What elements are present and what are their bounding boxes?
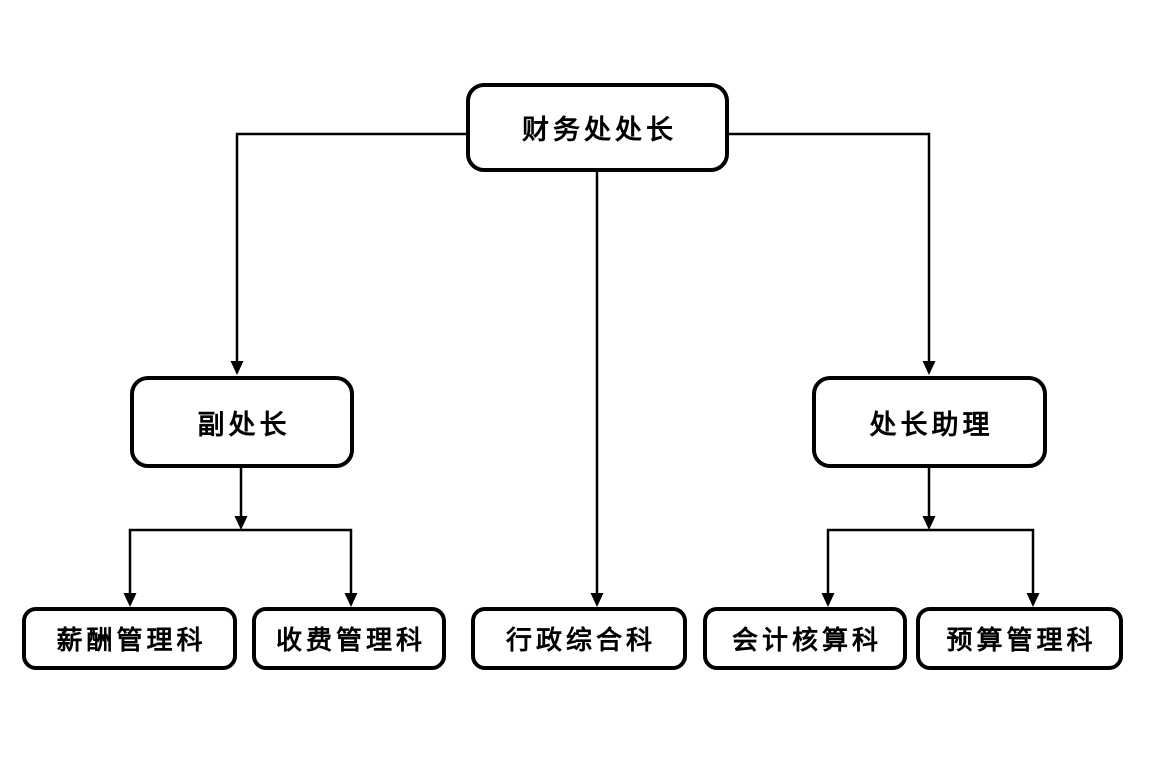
node-accounting-section-label: 会计核算科 xyxy=(731,626,882,655)
edge-director-assistant xyxy=(729,132,936,375)
edge-deputy-rail xyxy=(234,468,248,530)
node-admin-section-label: 行政综合科 xyxy=(505,626,656,655)
node-admin-section: 行政综合科 xyxy=(471,607,687,670)
node-accounting-section: 会计核算科 xyxy=(703,607,907,670)
node-director-label: 财务处处长 xyxy=(522,115,677,145)
node-salary-section: 薪酬管理科 xyxy=(22,607,237,670)
edge-deputy-salary xyxy=(123,528,353,607)
node-director: 财务处处长 xyxy=(466,83,729,172)
edge-assistant-rail xyxy=(922,468,936,530)
node-budget-section: 预算管理科 xyxy=(916,607,1123,670)
edge-assistant-accounting xyxy=(821,528,1035,607)
node-deputy-director-label: 副处长 xyxy=(197,409,291,440)
edge-director-deputy xyxy=(230,132,466,375)
node-deputy-director: 副处长 xyxy=(130,376,354,468)
node-budget-section-label: 预算管理科 xyxy=(946,626,1097,655)
node-assistant-director: 处长助理 xyxy=(812,376,1047,468)
edge-director-admin xyxy=(590,172,604,607)
edge-deputy-fee xyxy=(344,593,358,607)
node-fee-section-label: 收费管理科 xyxy=(275,626,426,655)
node-assistant-director-label: 处长助理 xyxy=(869,409,994,440)
node-salary-section-label: 薪酬管理科 xyxy=(56,626,207,655)
node-fee-section: 收费管理科 xyxy=(252,607,446,670)
edge-assistant-budget xyxy=(1026,593,1040,607)
